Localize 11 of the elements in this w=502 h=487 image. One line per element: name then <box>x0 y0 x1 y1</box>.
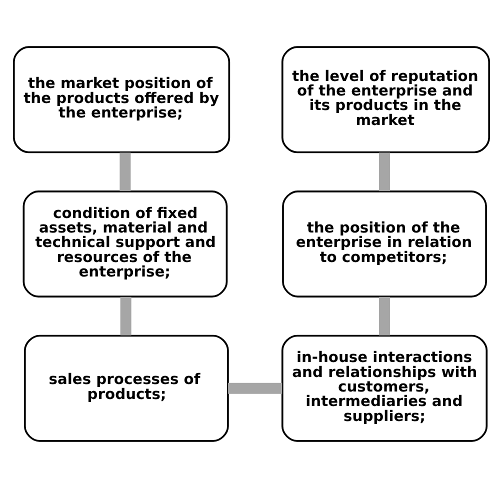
connector <box>378 296 390 335</box>
node-box: sales processes of products; <box>23 334 228 442</box>
connector <box>119 152 130 191</box>
node-box: the level of reputation of the enterprise and its products in the market <box>280 46 490 153</box>
connector <box>120 296 131 335</box>
node-box: the position of the enterprise in relation to competitors; <box>282 190 486 298</box>
node-box: condition of fixed assets, material and technical support and resources of the enterprise; <box>22 190 228 298</box>
connector <box>228 382 282 394</box>
connector <box>378 152 390 191</box>
node-box: in-house interactions and relationships with customers, intermediaries and suppliers; <box>280 334 488 442</box>
node-box: the market position of the products offered by the enterprise; <box>12 46 230 153</box>
